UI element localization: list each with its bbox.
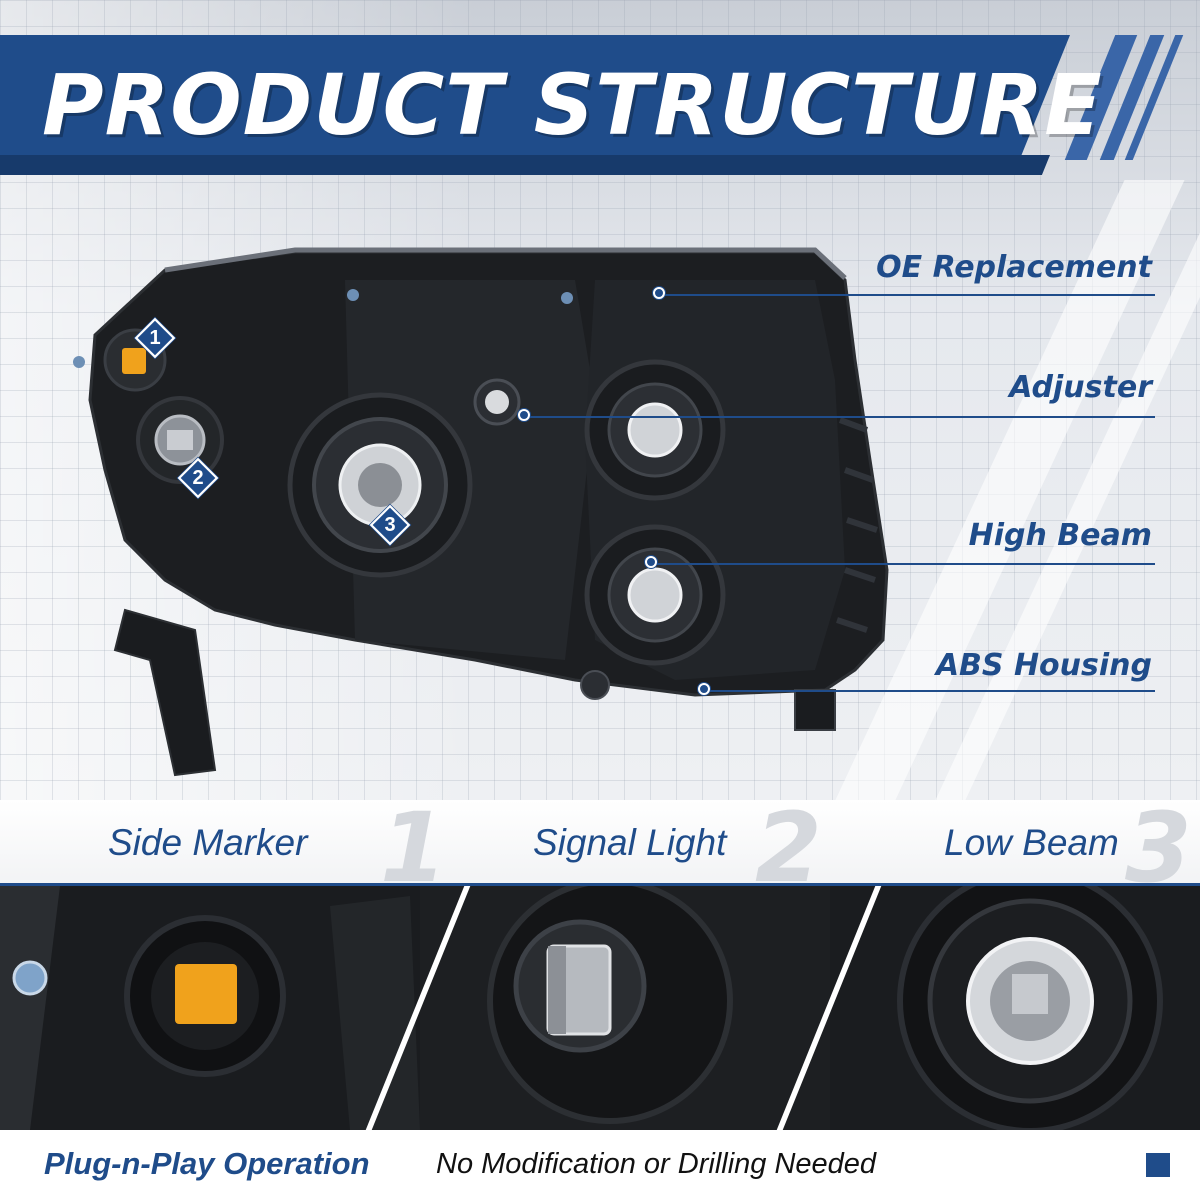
part-label-side-marker: Side Marker	[108, 822, 308, 863]
housing-top-rim	[164, 247, 847, 280]
callout-high-beam: High Beam	[968, 518, 1152, 553]
screw	[561, 292, 573, 304]
callout-line-oe-replacement	[660, 294, 1155, 296]
amber-bulb	[175, 964, 237, 1024]
part-label-low-beam: Low Beam	[944, 822, 1119, 863]
panel-signal-light	[420, 886, 830, 1130]
adjuster-knob	[473, 378, 521, 426]
part-number-1: 1	[380, 792, 447, 904]
marker-number: 1	[149, 327, 161, 349]
bottom-adjuster	[580, 670, 610, 700]
marker-1: 1	[134, 317, 176, 359]
marker-number: 2	[192, 467, 204, 489]
footer-headline: Plug-n-Play Operation	[44, 1146, 370, 1181]
mounting-bracket	[113, 608, 217, 777]
callout-abs-housing: ABS Housing	[935, 648, 1152, 683]
callout-adjuster: Adjuster	[1009, 370, 1152, 405]
marker-3: 3	[369, 504, 411, 546]
callout-dot-adjuster	[518, 409, 530, 421]
callout-oe-replacement: OE Replacement	[876, 250, 1152, 285]
part-label-signal-light: Signal Light	[533, 822, 727, 863]
panel-side-marker	[0, 886, 420, 1130]
high-beam-socket	[584, 524, 726, 666]
panel-low-beam	[830, 886, 1200, 1130]
part-number-3: 3	[1125, 792, 1192, 904]
marker-2: 2	[177, 457, 219, 499]
marker-number: 3	[384, 514, 396, 536]
screw	[347, 289, 359, 301]
screw	[12, 960, 48, 996]
footer-square-icon	[1146, 1153, 1170, 1177]
screw	[73, 356, 85, 368]
wire-connector	[794, 689, 836, 731]
page-title: PRODUCT STRUCTURE	[42, 56, 1103, 154]
callout-dot-abs-housing	[698, 683, 710, 695]
headlight-illustration	[73, 247, 889, 777]
footer-subtext: No Modification or Drilling Needed	[436, 1148, 877, 1180]
low-beam-socket	[287, 392, 473, 578]
parts-label-row	[0, 800, 1200, 885]
row-divider	[0, 883, 1200, 886]
detail-panels	[0, 886, 1200, 1130]
callout-line-abs-housing	[705, 690, 1155, 692]
upper-beam-socket	[584, 359, 726, 501]
housing-ribs	[836, 417, 878, 633]
callout-line-adjuster	[525, 416, 1155, 418]
callout-line-high-beam	[652, 563, 1155, 565]
part-number-2: 2	[755, 792, 822, 904]
footer	[0, 1130, 1200, 1200]
callout-dot-high-beam	[645, 556, 657, 568]
callout-dot-oe-replacement	[653, 287, 665, 299]
